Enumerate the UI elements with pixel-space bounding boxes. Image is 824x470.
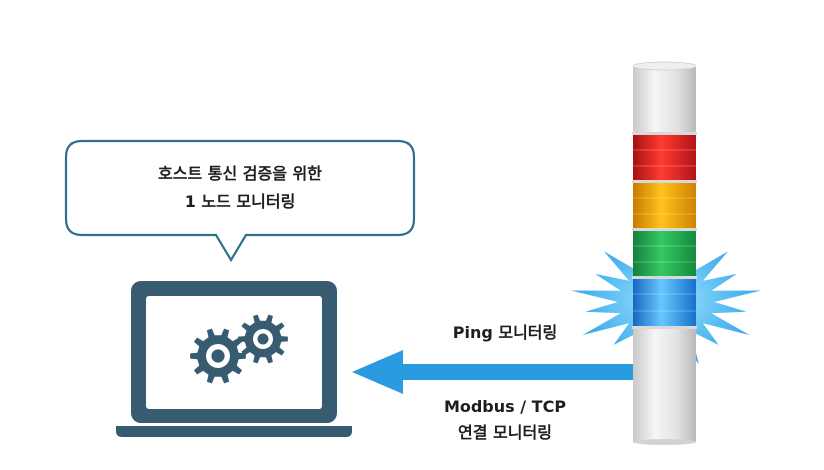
modbus-line-2: 연결 모니터링: [458, 423, 552, 442]
ping-label: Ping 모니터링: [452, 323, 558, 342]
bubble-line-2: 1 노드 모니터링: [184, 192, 296, 211]
tower-tier-blue: [633, 278, 696, 328]
large-gear-icon: [190, 328, 246, 384]
gears-icon: [190, 314, 288, 384]
modbus-line-1: Modbus / TCP: [443, 397, 567, 416]
small-gear-icon: [238, 314, 288, 364]
bubble-line-1: 호스트 통신 검증을 위한: [158, 164, 322, 183]
tower-tier-green: [633, 230, 696, 278]
small-gear-icon-hub: [257, 333, 269, 345]
modbus-label: Modbus / TCP 연결 모니터링: [420, 394, 590, 446]
bubble-text: 호스트 통신 검증을 위한 1 노드 모니터링: [70, 160, 410, 216]
signal-tower-icon: [632, 61, 697, 445]
speech-bubble: [64, 139, 416, 263]
tower-tier-red: [633, 134, 696, 182]
tower-tier-amber: [633, 182, 696, 230]
arrow-left-icon: [352, 350, 633, 394]
large-gear-icon-hub: [211, 349, 225, 363]
